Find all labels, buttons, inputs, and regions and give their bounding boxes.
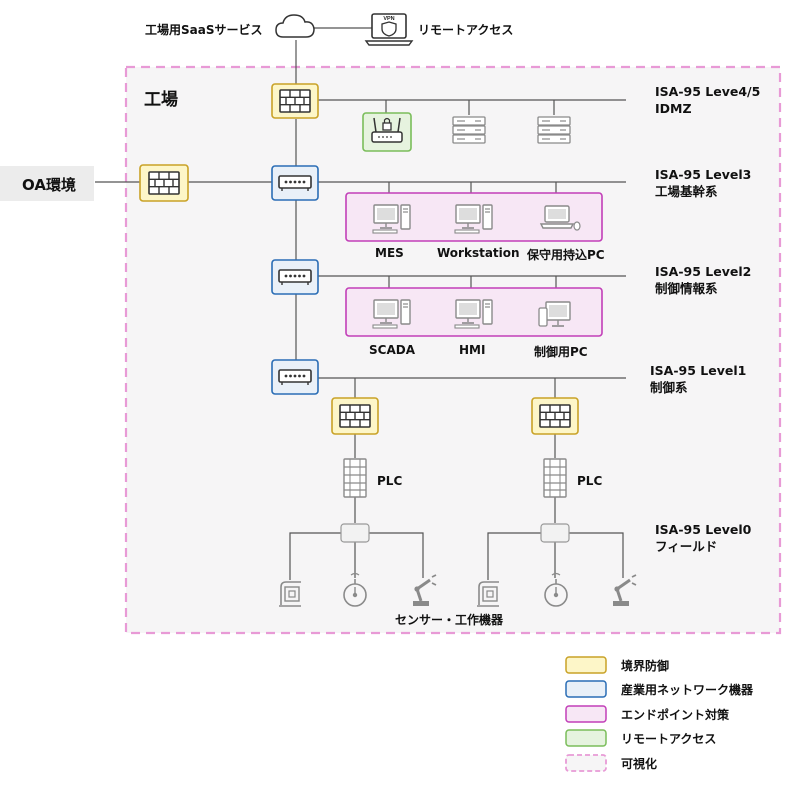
control-pc-icon xyxy=(538,301,571,327)
endpoint-control-pc-label: 制御用PC xyxy=(534,345,588,359)
legend-swatch-network xyxy=(565,680,607,698)
endpoint-maintenance-pc-label: 保守用持込PC xyxy=(527,248,605,262)
legend-label-network: 産業用ネットワーク機器 xyxy=(621,683,754,697)
endpoint-hmi-label: HMI xyxy=(459,343,486,357)
router-lock-icon xyxy=(371,117,403,143)
oa-label: OA環境 xyxy=(22,176,76,194)
plc-label-right: PLC xyxy=(577,474,603,488)
firewall-icon xyxy=(539,404,571,428)
field-hub-icon xyxy=(540,523,570,543)
factory-visualization-area xyxy=(124,65,782,635)
network-switch-icon xyxy=(278,175,312,192)
plc-icon xyxy=(343,458,367,498)
connection-lines xyxy=(95,27,626,580)
field-hub-icon xyxy=(340,523,370,543)
legend-swatch-visual xyxy=(565,754,607,772)
endpoint-scada-label: SCADA xyxy=(369,343,415,357)
legend-label-visual: 可視化 xyxy=(621,757,658,771)
endpoint-mes-label: MES xyxy=(375,246,404,260)
remote-access-label: リモートアクセス xyxy=(418,23,514,37)
firewall-icon xyxy=(279,89,311,113)
legend-label-remote: リモートアクセス xyxy=(621,732,717,746)
plc-icon xyxy=(543,458,567,498)
firewall-icon xyxy=(148,171,180,195)
oa-environment-box xyxy=(0,166,94,201)
vpn-laptop-icon xyxy=(364,13,414,46)
plc-label-left: PLC xyxy=(377,474,403,488)
server-rack-icon xyxy=(537,116,571,144)
network-switch-icon xyxy=(278,369,312,386)
cloud-icon xyxy=(275,14,315,38)
server-rack-icon xyxy=(452,116,486,144)
vpn-text: VPN xyxy=(383,16,394,22)
firewall-icon xyxy=(339,404,371,428)
legend-label-endpoint: エンドポイント対策 xyxy=(621,708,730,722)
field-devices-label: センサー・工作機器 xyxy=(395,613,504,627)
endpoint-workstation-label: Workstation xyxy=(437,246,520,260)
factory-label: 工場 xyxy=(144,90,178,110)
network-switch-icon xyxy=(278,269,312,286)
legend-label-boundary: 境界防御 xyxy=(621,659,670,673)
legend-swatch-remote xyxy=(565,729,607,747)
saas-label: 工場用SaaSサービス xyxy=(145,23,263,37)
legend-swatch-endpoint xyxy=(565,705,607,723)
legend-swatch-boundary xyxy=(565,656,607,674)
